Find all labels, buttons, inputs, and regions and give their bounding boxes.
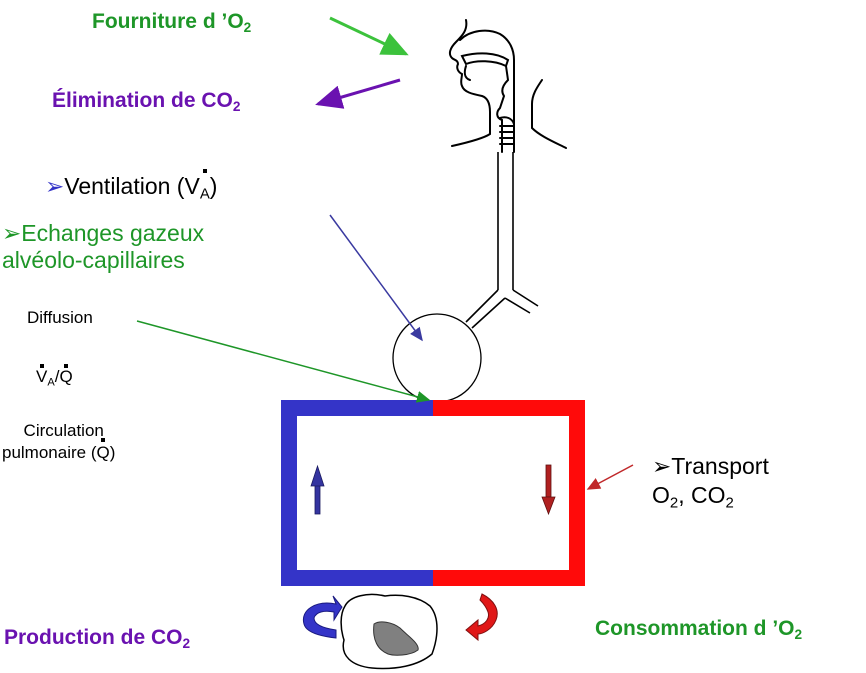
o2-supply-label: Fourniture d ’O2 — [92, 10, 252, 36]
o2-consumption-label: Consommation d ’O2 — [595, 617, 803, 643]
o2-supply-arrow — [329, 16, 409, 56]
co2-production-curved-arrow — [302, 595, 343, 639]
tissue-cell-icon — [340, 593, 438, 670]
ventilation-label: ➢Ventilation (VA) — [45, 173, 218, 203]
va-q-ratio-label: VA/Q — [36, 367, 73, 389]
bullet-arrow-icon: ➢ — [45, 173, 65, 199]
bullet-arrow-icon: ➢ — [652, 453, 672, 479]
transport-arrow — [586, 464, 634, 490]
pulmonary-circulation-loop — [281, 400, 585, 586]
arterial-flow-down-arrow — [541, 464, 556, 516]
bullet-arrow-icon: ➢ — [2, 220, 22, 246]
ventilation-arrow — [329, 214, 423, 342]
co2-production-label: Production de CO2 — [4, 626, 191, 652]
trachea-icon — [465, 152, 539, 329]
co2-elimination-label: Élimination de CO2 — [52, 89, 241, 115]
alveolus-icon — [392, 313, 482, 403]
venous-flow-up-arrow — [310, 464, 325, 515]
head-airway-icon — [448, 19, 567, 153]
co2-elimination-arrow — [315, 78, 401, 109]
diffusion-label: Diffusion — [27, 308, 93, 327]
diffusion-arrow — [136, 320, 431, 403]
o2-consumption-curved-arrow — [465, 593, 498, 642]
